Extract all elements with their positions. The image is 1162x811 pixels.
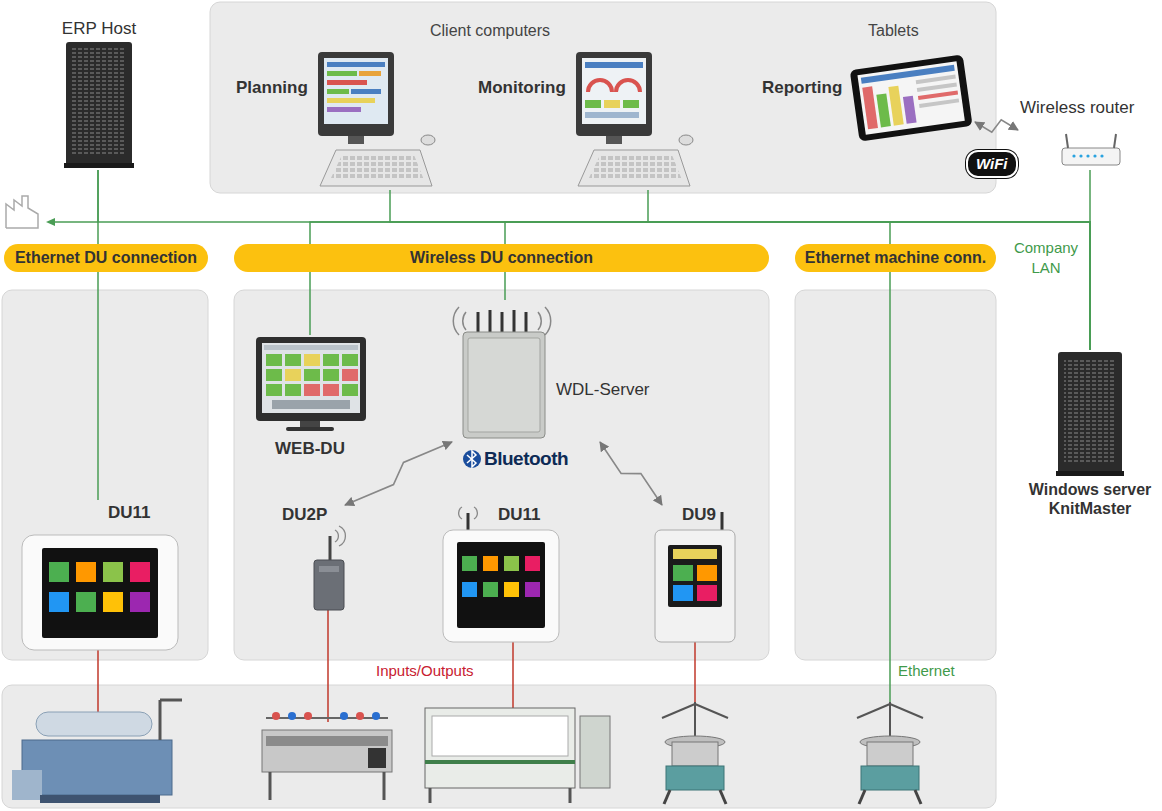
node-label: Tablets	[868, 21, 919, 40]
lan-wire	[53, 221, 98, 223]
router	[1062, 134, 1120, 165]
node-label: Planning	[236, 78, 308, 98]
node-label: Reporting	[762, 78, 842, 98]
tablet	[850, 54, 973, 141]
connection-band: Ethernet DU connection	[4, 244, 208, 272]
circular-knitting-machine	[662, 702, 728, 804]
diagram-label: Ethernet	[898, 662, 955, 680]
client-pc: Monitoring	[476, 48, 692, 190]
lan-connector	[505, 222, 1090, 350]
band-label: Wireless DU connection	[240, 244, 763, 272]
node-label: WDL-Server	[556, 380, 650, 400]
client-group: Client computers TabletsPlanning Monitorin…	[210, 2, 996, 193]
lan-connector	[97, 170, 99, 500]
du11-terminal	[443, 507, 559, 642]
band-label: Ethernet DU connection	[10, 244, 202, 272]
tablet: Reporting	[760, 48, 975, 143]
node-label: WEB-DU	[252, 439, 368, 459]
factory-icon	[6, 196, 38, 228]
bluetooth-icon	[463, 450, 481, 468]
wdl-server-box	[453, 307, 550, 438]
wireless-link	[975, 120, 1018, 132]
du11-terminal	[22, 535, 178, 650]
ethernet-wire	[889, 222, 891, 706]
data-unit: DU9	[650, 505, 740, 660]
textile-machine	[12, 700, 182, 803]
client-panel	[210, 2, 996, 193]
diagram-label: Company LAN	[1008, 238, 1084, 277]
data-unit: DU11	[440, 505, 560, 645]
lan-connector	[310, 222, 1090, 350]
client-pc: Planning	[232, 48, 445, 190]
group-panel	[795, 290, 996, 660]
node-label: DU11	[498, 505, 541, 525]
connection-band: Wireless DU connection	[234, 244, 769, 272]
data-unit: WEB-DU	[252, 335, 372, 465]
client-pc	[576, 52, 693, 186]
server-tower	[1056, 352, 1124, 476]
server-node: ERP Host	[40, 15, 162, 170]
node-label: ERP Host	[40, 19, 158, 39]
diagram-label: Inputs/Outputs	[376, 662, 474, 680]
band-label: Ethernet machine conn.	[801, 244, 990, 272]
node-label: DU9	[682, 505, 716, 525]
node-label: Wireless router	[1020, 98, 1134, 118]
wireless-link	[345, 442, 452, 505]
connection-band: Ethernet machine conn.	[795, 244, 996, 272]
wireless-link	[600, 442, 662, 505]
node-label: DU11	[108, 503, 151, 523]
du9-unit	[655, 512, 735, 642]
server-node: Windows server KnitMaster	[1023, 350, 1161, 535]
client-pc	[318, 52, 435, 186]
data-unit: DU11	[20, 500, 180, 655]
server-tower	[64, 42, 134, 168]
group-panel	[2, 290, 208, 660]
flat-knitting-machine	[262, 712, 392, 800]
diagram-label: WiFi	[966, 150, 1018, 178]
raschel-machine	[425, 708, 610, 803]
data-unit: DU2P	[278, 505, 358, 650]
wdl-server: WDL-Server	[440, 300, 655, 442]
group-panel	[234, 290, 769, 660]
machine-panel	[2, 685, 996, 808]
diagram-label: Bluetooth	[484, 448, 568, 471]
router-node: Wireless router	[1018, 95, 1140, 170]
arrow-head	[46, 218, 55, 226]
node-label: Windows server KnitMaster	[1023, 480, 1157, 518]
node-label: Monitoring	[478, 78, 566, 98]
du2p-unit	[314, 526, 345, 610]
node-label: DU2P	[282, 505, 327, 525]
lan-connector	[98, 170, 1090, 350]
node-label: Client computers	[430, 21, 550, 40]
web-du-monitor	[256, 337, 366, 431]
